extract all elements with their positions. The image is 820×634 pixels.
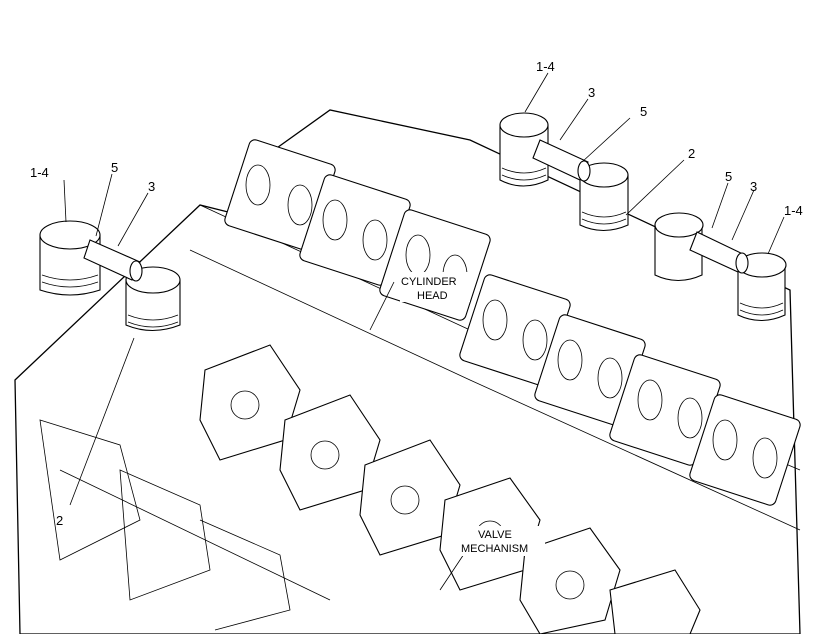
callout-right-1-4: 1-4 — [784, 203, 803, 218]
callout-left-2: 2 — [56, 513, 63, 528]
valve-cover-right-2 — [654, 212, 704, 282]
callout-left-1-4: 1-4 — [30, 165, 49, 180]
leader-lines — [63, 72, 785, 591]
valve-cover-mid-1-4 — [499, 112, 549, 187]
valve-cover-left-1-4 — [39, 220, 101, 296]
callout-mid-5: 5 — [640, 104, 647, 119]
valve-cover-mid-2 — [579, 162, 629, 232]
caption-cylinder-head-line2: HEAD — [417, 290, 448, 302]
tube-right-3-5 — [689, 231, 749, 274]
caption-cylinder-head-line1: CYLINDER — [401, 276, 457, 288]
caption-valve-mechanism-line1: VALVE — [478, 529, 512, 541]
tube-mid-3-5 — [532, 139, 591, 182]
callout-mid-2: 2 — [688, 146, 695, 161]
callout-left-3: 3 — [148, 179, 155, 194]
callout-right-5: 5 — [725, 169, 732, 184]
callout-left-5: 5 — [111, 160, 118, 175]
callout-mid-1-4: 1-4 — [536, 59, 555, 74]
callout-mid-3: 3 — [588, 85, 595, 100]
callout-right-3: 3 — [750, 179, 757, 194]
tube-left-3-5 — [83, 239, 143, 282]
caption-valve-mechanism-line2: MECHANISM — [461, 543, 528, 555]
valve-cover-right-1-4 — [737, 252, 787, 322]
